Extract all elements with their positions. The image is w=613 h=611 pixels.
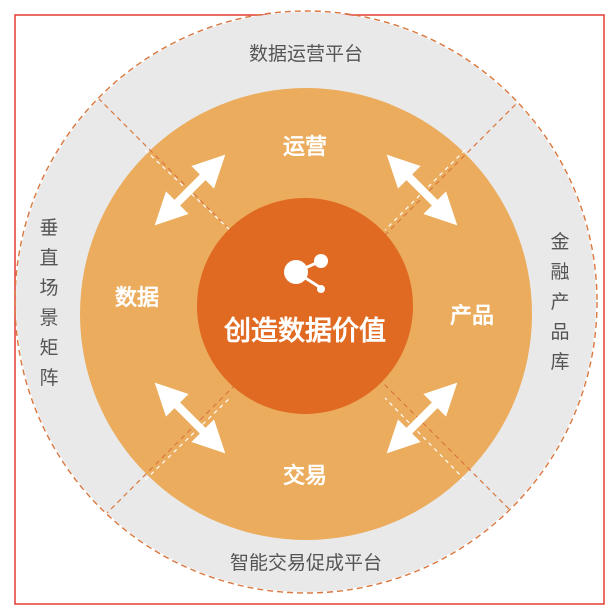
outer-right-char: 金	[550, 231, 569, 253]
arrow-operations-product	[386, 154, 458, 226]
outer-bottom-label: 智能交易促成平台	[230, 552, 382, 574]
outer-left-char: 矩	[39, 337, 58, 359]
outer-right-char: 融	[550, 261, 569, 283]
outer-left-char: 垂	[39, 217, 58, 239]
core-circle	[197, 198, 413, 414]
arrow-data-operations	[154, 154, 226, 226]
outer-right-char: 品	[550, 321, 569, 343]
outer-top-label: 数据运营平台	[249, 43, 363, 65]
arrow-trade-product	[386, 382, 458, 454]
ring-right-label: 产品	[450, 304, 494, 329]
outer-right-label: 金 融 产 品 库	[550, 231, 569, 373]
double-arrows	[154, 154, 458, 454]
ring-left-label: 数据	[115, 285, 159, 311]
outer-left-char: 直	[39, 247, 58, 269]
outer-dashed-circle	[14, 10, 598, 594]
core-title: 创造数据价值	[223, 316, 386, 347]
outer-right-char: 库	[550, 351, 569, 373]
ring-bottom-label: 交易	[283, 463, 327, 489]
outer-left-char: 场	[39, 277, 58, 299]
outer-left-char: 景	[39, 307, 58, 329]
arrow-data-trade	[154, 382, 226, 454]
outer-left-label: 垂 直 场 景 矩 阵	[39, 217, 58, 389]
ring-top-label: 运营	[283, 135, 327, 160]
outer-left-char: 阵	[39, 367, 58, 389]
outer-right-char: 产	[550, 291, 569, 313]
share-nodes-icon	[284, 254, 328, 293]
